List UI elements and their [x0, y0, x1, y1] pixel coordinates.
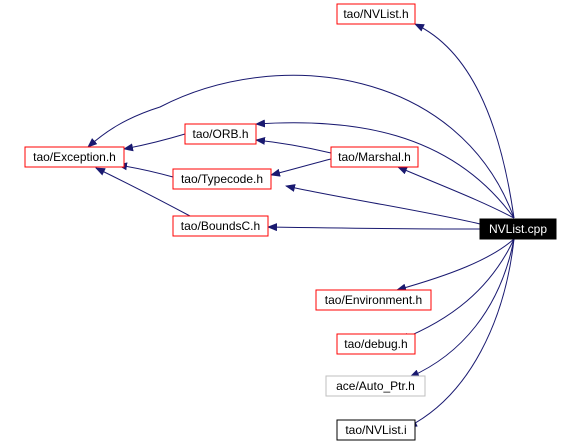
edge-nvlist-cpp-to-nvlist-h: [414, 23, 515, 219]
node-label: tao/Environment.h: [325, 293, 422, 307]
edge-nvlist-cpp-to-exception-h: [87, 74, 515, 219]
node-debug-h[interactable]: tao/debug.h: [336, 333, 416, 355]
node-label: tao/Marshal.h: [338, 150, 411, 164]
node-auto-ptr-h[interactable]: ace/Auto_Ptr.h: [325, 375, 426, 397]
edge-marshal-h-to-orb-h: [255, 136, 332, 154]
edge-nvlist-cpp-to-debug-h: [399, 238, 515, 341]
edge-nvlist-cpp-to-auto-ptr-h: [409, 238, 515, 378]
edge-nvlist-cpp-to-environment-h: [396, 238, 515, 292]
edge-nvlist-cpp-to-boundsc-h: [267, 223, 481, 232]
node-label: tao/Typecode.h: [181, 172, 263, 186]
node-label: NVList.cpp: [489, 222, 547, 236]
edge-nvlist-cpp-to-typecode-h: [285, 184, 481, 225]
node-marshal-h[interactable]: tao/Marshal.h: [330, 146, 419, 168]
node-label: tao/debug.h: [344, 337, 407, 351]
node-label: tao/ORB.h: [192, 127, 248, 141]
nodes: tao/NVList.h tao/Exception.h tao/ORB.h t…: [24, 3, 557, 441]
edge-marshal-h-to-typecode-h: [270, 158, 332, 177]
node-label: tao/NVList.h: [343, 7, 408, 21]
node-nvlist-i[interactable]: tao/NVList.i: [336, 419, 416, 441]
node-label: tao/BoundsC.h: [181, 219, 260, 233]
node-nvlist-h[interactable]: tao/NVList.h: [336, 3, 416, 25]
node-orb-h[interactable]: tao/ORB.h: [184, 123, 257, 145]
node-nvlist-cpp[interactable]: NVList.cpp: [479, 218, 557, 240]
edge-nvlist-cpp-to-nvlist-i: [407, 238, 515, 428]
node-label: ace/Auto_Ptr.h: [336, 379, 415, 393]
node-exception-h[interactable]: tao/Exception.h: [24, 146, 125, 168]
edges: [87, 23, 515, 428]
node-label: tao/NVList.i: [345, 423, 406, 437]
edge-typecode-h-to-exception-h: [117, 162, 174, 178]
node-typecode-h[interactable]: tao/Typecode.h: [172, 168, 272, 190]
edge-nvlist-cpp-to-marshal-h: [397, 166, 515, 219]
node-label: tao/Exception.h: [33, 150, 116, 164]
edge-orb-h-to-exception-h: [123, 133, 186, 152]
edge-boundsc-h-to-exception-h: [95, 167, 191, 217]
edge-nvlist-cpp-to-orb-h: [255, 119, 515, 219]
node-environment-h[interactable]: tao/Environment.h: [315, 289, 432, 311]
node-boundsc-h[interactable]: tao/BoundsC.h: [172, 215, 269, 237]
